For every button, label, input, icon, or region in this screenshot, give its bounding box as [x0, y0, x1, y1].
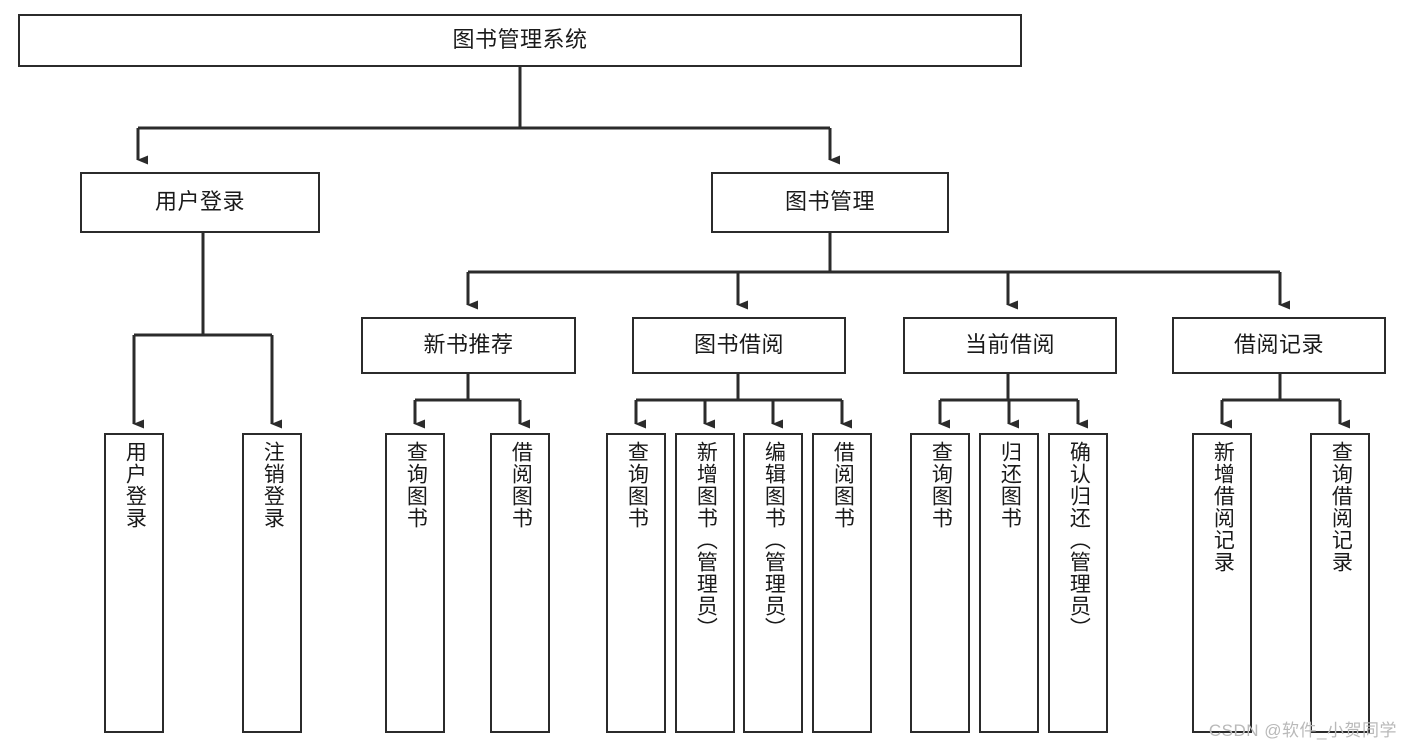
node-leaf-add-record[interactable]: 新增借阅记录 — [1192, 433, 1252, 733]
node-leaf-query-book-1[interactable]: 查询图书 — [385, 433, 445, 733]
node-borrow-record-label: 借阅记录 — [1233, 332, 1324, 358]
node-book-management-label: 图书管理 — [784, 189, 875, 215]
node-leaf-add-book-label: 新增图书（管理员） — [694, 441, 718, 639]
node-leaf-add-book[interactable]: 新增图书（管理员） — [675, 433, 735, 733]
csdn-watermark: CSDN @软件_小贺同学 — [1208, 721, 1397, 740]
node-leaf-logout-login[interactable]: 注销登录 — [242, 433, 302, 733]
node-leaf-edit-book-label: 编辑图书（管理员） — [762, 441, 786, 639]
node-leaf-confirm-return[interactable]: 确认归还（管理员） — [1048, 433, 1108, 733]
node-leaf-borrow-book-1-label: 借阅图书 — [509, 441, 533, 529]
node-book-management[interactable]: 图书管理 — [711, 172, 949, 233]
node-leaf-edit-book[interactable]: 编辑图书（管理员） — [743, 433, 803, 733]
node-current-borrow-label: 当前借阅 — [964, 332, 1055, 358]
node-root[interactable]: 图书管理系统 — [18, 14, 1022, 67]
node-leaf-user-login[interactable]: 用户登录 — [104, 433, 164, 733]
node-new-book-recommend-label: 新书推荐 — [423, 332, 514, 358]
node-root-label: 图书管理系统 — [452, 27, 588, 53]
node-leaf-user-login-label: 用户登录 — [123, 441, 147, 529]
node-leaf-query-book-2-label: 查询图书 — [625, 441, 649, 529]
node-leaf-logout-login-label: 注销登录 — [261, 441, 285, 529]
node-leaf-confirm-return-label: 确认归还（管理员） — [1067, 441, 1091, 639]
node-book-borrow-label: 图书借阅 — [693, 332, 784, 358]
node-borrow-record[interactable]: 借阅记录 — [1172, 317, 1386, 374]
node-book-borrow[interactable]: 图书借阅 — [632, 317, 846, 374]
node-leaf-query-record-label: 查询借阅记录 — [1329, 441, 1353, 573]
node-leaf-return-book[interactable]: 归还图书 — [979, 433, 1039, 733]
node-leaf-query-book-3[interactable]: 查询图书 — [910, 433, 970, 733]
node-leaf-return-book-label: 归还图书 — [998, 441, 1022, 529]
node-leaf-query-record[interactable]: 查询借阅记录 — [1310, 433, 1370, 733]
node-user-login[interactable]: 用户登录 — [80, 172, 320, 233]
node-leaf-query-book-3-label: 查询图书 — [929, 441, 953, 529]
node-leaf-query-book-2[interactable]: 查询图书 — [606, 433, 666, 733]
node-new-book-recommend[interactable]: 新书推荐 — [361, 317, 576, 374]
node-leaf-add-record-label: 新增借阅记录 — [1211, 441, 1235, 573]
node-user-login-label: 用户登录 — [154, 189, 245, 215]
node-leaf-query-book-1-label: 查询图书 — [404, 441, 428, 529]
node-leaf-borrow-book-1[interactable]: 借阅图书 — [490, 433, 550, 733]
node-leaf-borrow-book-2-label: 借阅图书 — [831, 441, 855, 529]
node-current-borrow[interactable]: 当前借阅 — [903, 317, 1117, 374]
node-leaf-borrow-book-2[interactable]: 借阅图书 — [812, 433, 872, 733]
